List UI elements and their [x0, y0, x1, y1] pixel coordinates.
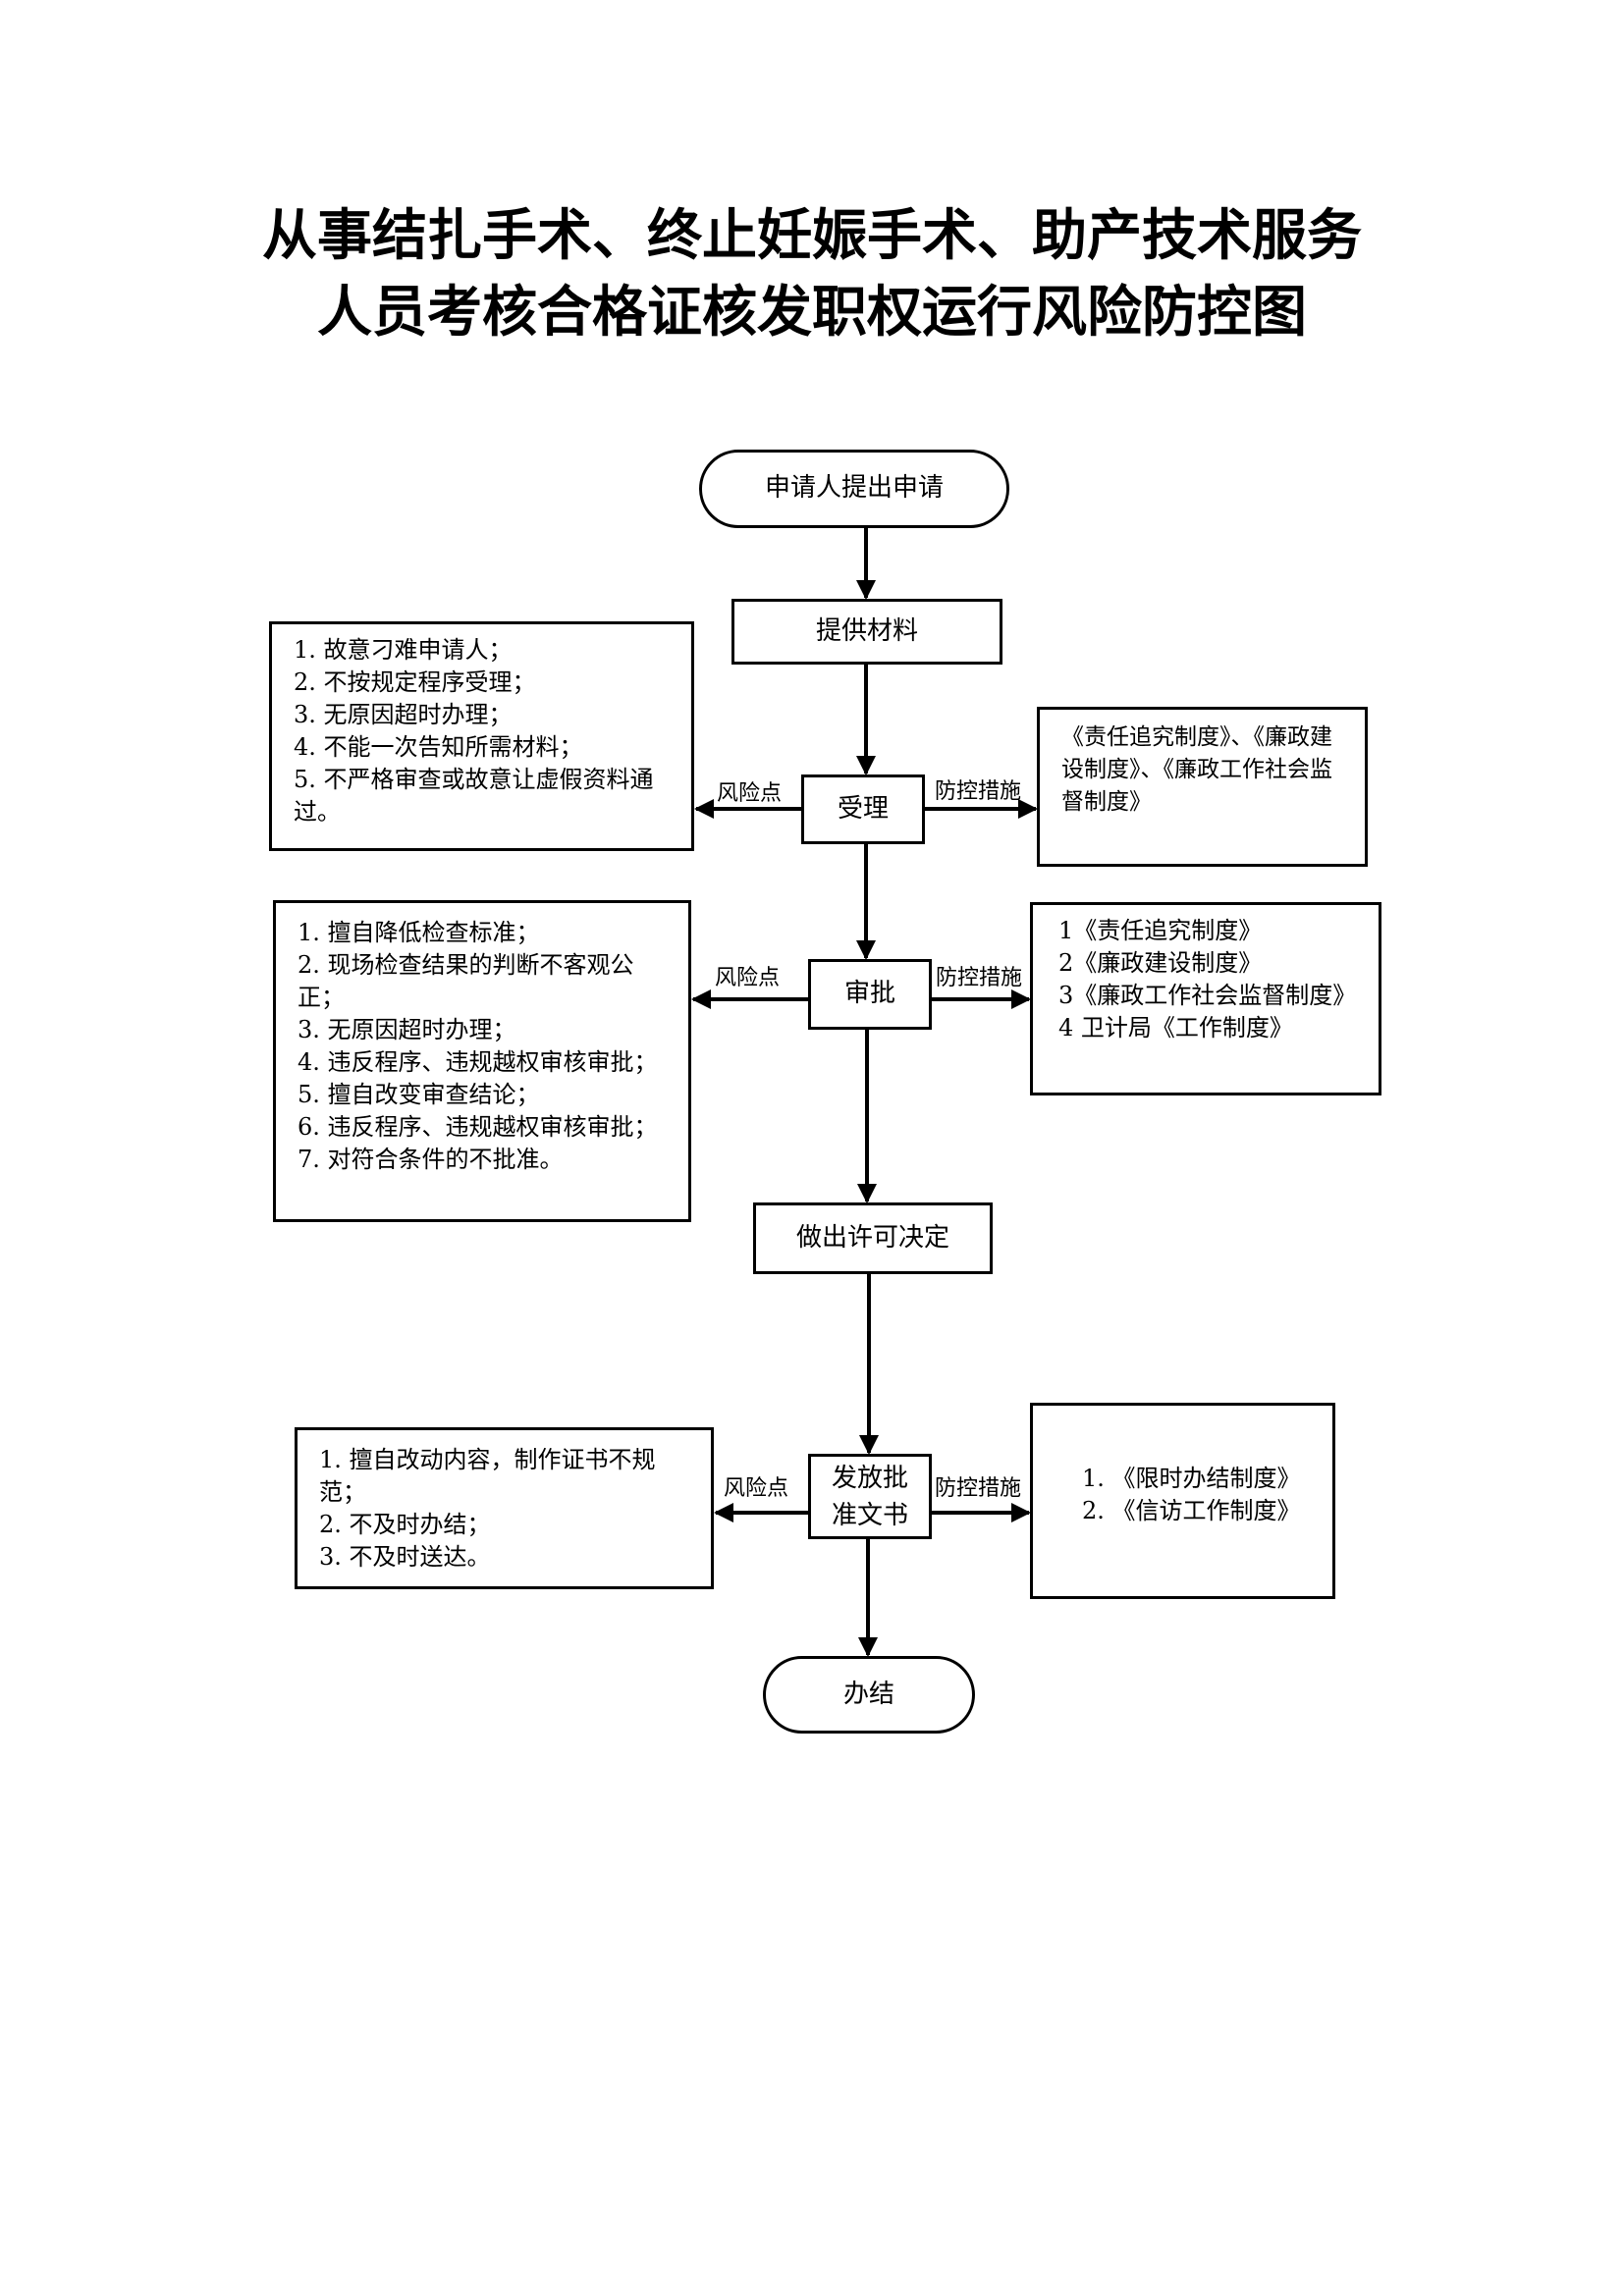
start-node-label: 申请人提出申请 — [764, 473, 944, 504]
control-item: 1《责任追究制度》 — [1058, 917, 1263, 944]
control-item: 1. 《限时办结制度》 — [1082, 1465, 1301, 1492]
approve-control-label: 防控措施 — [936, 966, 1023, 990]
control-item: 4 卫计局《工作制度》 — [1058, 1014, 1293, 1041]
risk-item: 1. 故意刁难申请人； — [294, 636, 513, 664]
decision-label: 做出许可决定 — [795, 1222, 949, 1253]
risk-item: 2. 现场检查结果的判断不客观公正； — [298, 951, 634, 1011]
end-node: 办结 — [763, 1656, 975, 1734]
risk-item: 4. 不能一次告知所需材料； — [294, 733, 583, 761]
risk-item: 3. 无原因超时办理； — [298, 1016, 516, 1043]
accept-risks-box: 1. 故意刁难申请人； 2. 不按规定程序受理； 3. 无原因超时办理； 4. … — [269, 621, 694, 851]
end-node-label: 办结 — [842, 1679, 894, 1709]
risk-item: 1. 擅自降低检查标准； — [298, 919, 540, 946]
risk-item: 3. 无原因超时办理； — [294, 701, 513, 728]
accept-controls-box: 《责任追究制度》、《廉政建设制度》、《廉政工作社会监督制度》 — [1037, 707, 1368, 867]
start-node: 申请人提出申请 — [699, 450, 1009, 528]
control-text: 《责任追究制度》、《廉政建设制度》、《廉政工作社会监督制度》 — [1061, 724, 1332, 815]
issue-risks-box: 1. 擅自改动内容，制作证书不规范； 2. 不及时办结； 3. 不及时送达。 — [295, 1427, 714, 1589]
control-item: 3《廉政工作社会监督制度》 — [1058, 982, 1357, 1009]
issue-risk-label: 风险点 — [724, 1476, 789, 1501]
risk-item: 3. 不及时送达。 — [319, 1543, 491, 1571]
accept-label: 受理 — [837, 793, 889, 824]
accept-risk-label: 风险点 — [717, 781, 783, 806]
approve-risk-label: 风险点 — [715, 966, 781, 990]
issue-document-node: 发放批准文书 — [808, 1454, 932, 1539]
approve-risks-box: 1. 擅自降低检查标准； 2. 现场检查结果的判断不客观公正； 3. 无原因超时… — [273, 900, 691, 1222]
approve-node: 审批 — [808, 959, 932, 1030]
risk-item: 2. 不及时办结； — [319, 1511, 491, 1538]
page-title-line-1: 从事结扎手术、终止妊娠手术、助产技术服务 — [262, 203, 1362, 268]
risk-item: 5. 不严格审查或故意让虚假资料通过。 — [294, 766, 654, 826]
risk-item: 6. 违反程序、违规越权审核审批； — [298, 1113, 658, 1141]
page-title-line-2: 人员考核合格证核发职权运行风险防控图 — [317, 280, 1307, 345]
issue-document-label: 发放批准文书 — [831, 1463, 908, 1530]
risk-item: 5. 擅自改变审查结论； — [298, 1081, 540, 1108]
approve-controls-box: 1《责任追究制度》 2《廉政建设制度》 3《廉政工作社会监督制度》 4 卫计局《… — [1030, 902, 1381, 1095]
issue-control-label: 防控措施 — [935, 1476, 1022, 1501]
control-item: 2《廉政建设制度》 — [1058, 949, 1263, 977]
risk-item: 7. 对符合条件的不批准。 — [298, 1146, 564, 1173]
accept-node: 受理 — [801, 774, 925, 844]
control-item: 2. 《信访工作制度》 — [1082, 1497, 1301, 1524]
issue-controls-box: 1. 《限时办结制度》 2. 《信访工作制度》 — [1030, 1403, 1335, 1599]
approve-label: 审批 — [843, 979, 895, 1009]
risk-item: 2. 不按规定程序受理； — [294, 668, 536, 696]
accept-control-label: 防控措施 — [935, 779, 1022, 804]
decision-node: 做出许可决定 — [753, 1202, 993, 1274]
provide-materials-label: 提供材料 — [815, 615, 918, 646]
risk-item: 1. 擅自改动内容，制作证书不规范； — [319, 1446, 656, 1506]
provide-materials-node: 提供材料 — [731, 599, 1002, 665]
risk-item: 4. 违反程序、违规越权审核审批； — [298, 1048, 658, 1076]
